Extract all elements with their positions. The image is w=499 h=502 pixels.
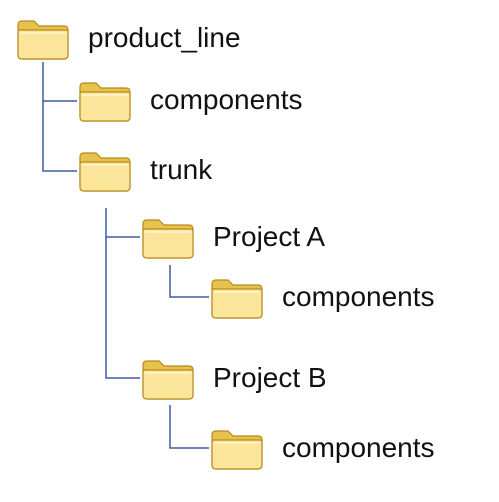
folder-node-project-a-components[interactable]: components xyxy=(210,272,435,322)
folder-label: components xyxy=(150,84,303,115)
folder-label: trunk xyxy=(150,154,213,185)
connector-trunk-project-b xyxy=(105,237,140,379)
folder-icon xyxy=(211,430,263,470)
folder-icon xyxy=(142,219,194,259)
folder-label: components xyxy=(282,432,435,463)
folder-node-project-a[interactable]: Project A xyxy=(141,212,325,262)
folder-label: Project A xyxy=(213,221,326,252)
connector-trunk-project-a xyxy=(105,208,140,238)
connector-product-line-trunk xyxy=(42,101,77,172)
folder-label: product_line xyxy=(88,22,241,53)
folder-node-components[interactable]: components xyxy=(78,75,303,125)
folder-icon xyxy=(142,360,194,400)
folder-node-project-b[interactable]: Project B xyxy=(141,353,327,403)
connector-product-line-components xyxy=(42,62,77,102)
folder-icon xyxy=(79,152,131,192)
folder-icon xyxy=(17,20,69,60)
folder-node-trunk[interactable]: trunk xyxy=(78,145,212,195)
folder-label: components xyxy=(282,281,435,312)
folder-icon xyxy=(211,279,263,319)
folder-node-project-b-components[interactable]: components xyxy=(210,423,435,473)
folder-node-product-line[interactable]: product_line xyxy=(16,13,241,63)
folder-label: Project B xyxy=(213,362,327,393)
connector-project-a-components xyxy=(169,265,209,298)
folder-icon xyxy=(79,82,131,122)
connector-project-b-components xyxy=(169,405,209,449)
